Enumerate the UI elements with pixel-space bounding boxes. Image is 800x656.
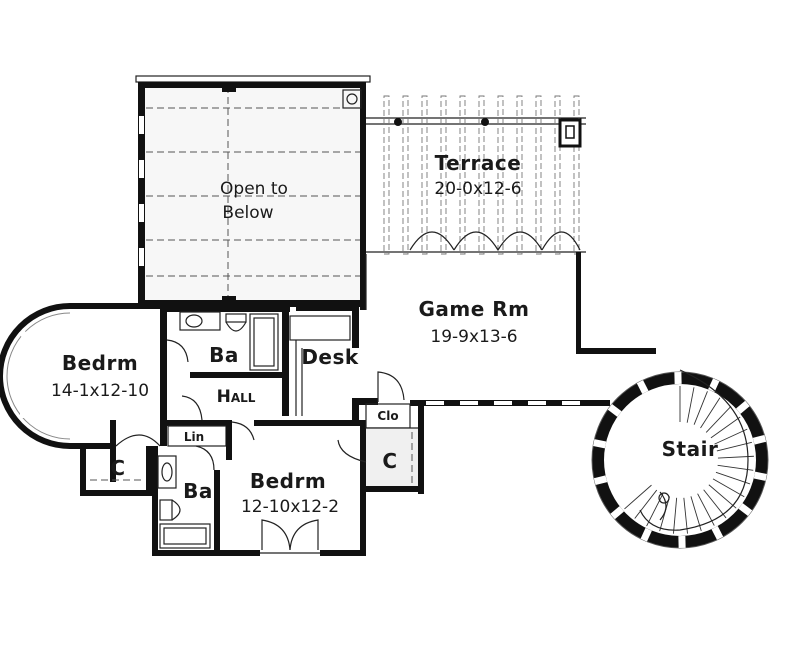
bedrm-south-name: Bedrm xyxy=(250,469,326,493)
desk-name: Desk xyxy=(301,345,359,369)
tower-window xyxy=(753,471,767,481)
closet-east xyxy=(337,404,424,494)
game-room-walls xyxy=(352,252,656,422)
hall-name: Hall xyxy=(217,387,256,407)
pergola-beam xyxy=(421,95,428,255)
stair-tread xyxy=(634,489,658,519)
bedrm-west-walls xyxy=(0,303,189,482)
tower-window xyxy=(607,404,622,417)
stair-tread xyxy=(708,484,737,509)
stair-tread xyxy=(686,387,695,423)
open-to-below-area xyxy=(135,75,371,310)
tower-window xyxy=(752,434,767,445)
stair-tread xyxy=(716,441,752,452)
tower-window xyxy=(738,503,753,516)
tower-window xyxy=(636,380,649,394)
ba-upper-fixtures xyxy=(165,306,290,416)
lin-name: Lin xyxy=(184,430,204,444)
pergola-beam xyxy=(459,95,466,255)
bedrm-south-dims: 12-10x12-2 xyxy=(241,497,339,517)
pergola-beam xyxy=(497,95,504,255)
terrace-dims: 20-0x12-6 xyxy=(434,179,521,199)
pergola-beam xyxy=(516,95,523,255)
tower-window xyxy=(735,400,750,414)
tower-window xyxy=(593,439,607,449)
game-rm-dims: 19-9x13-6 xyxy=(430,327,517,347)
tower-window xyxy=(593,475,608,486)
stair-tread xyxy=(712,478,745,498)
hall-walls xyxy=(160,395,255,441)
closet-east-name: C xyxy=(382,449,397,473)
stair-tread xyxy=(673,497,678,534)
game-rm-name: Game Rm xyxy=(418,297,529,321)
stair-tread xyxy=(710,416,741,439)
stair-tread xyxy=(693,391,708,425)
open-to-below-line1: Open to xyxy=(220,179,288,199)
desk-area xyxy=(289,306,359,416)
open-to-below-line2: Below xyxy=(222,203,273,223)
stair-tread xyxy=(697,493,715,526)
pergola-beam xyxy=(383,95,390,255)
terrace-pergola xyxy=(366,95,586,255)
pergola-beam xyxy=(535,95,542,255)
stair-tower xyxy=(591,369,769,549)
terrace-name: Terrace xyxy=(435,151,522,175)
bedrm-west-name: Bedrm xyxy=(62,351,138,375)
stair-tread xyxy=(714,428,748,445)
stair-name: Stair xyxy=(662,437,719,461)
stair-tread xyxy=(646,493,664,527)
bedrm-west-dims: 14-1x12-10 xyxy=(51,381,149,401)
ba-upper-name: Ba xyxy=(209,343,239,367)
pergola-beam xyxy=(478,95,485,255)
pergola-beam xyxy=(440,95,447,255)
pergola-beam xyxy=(554,95,561,255)
ba-lower-fixtures xyxy=(152,445,220,556)
bedrm-south-walls xyxy=(220,420,366,556)
closet-west xyxy=(80,446,152,496)
stair-tread xyxy=(700,397,721,429)
closet-west-name: C xyxy=(110,456,125,480)
tower-window xyxy=(711,526,724,540)
stair-tread xyxy=(624,484,652,510)
tower-window xyxy=(640,527,652,542)
tower-window xyxy=(610,506,625,520)
stair-tread xyxy=(715,471,751,485)
clo-name: Clo xyxy=(377,409,398,423)
ba-lower-name: Ba xyxy=(183,479,213,503)
stair-tread xyxy=(705,406,732,433)
pergola-beam xyxy=(402,95,409,255)
stair-tread xyxy=(703,489,727,519)
stair-tread xyxy=(683,497,688,534)
